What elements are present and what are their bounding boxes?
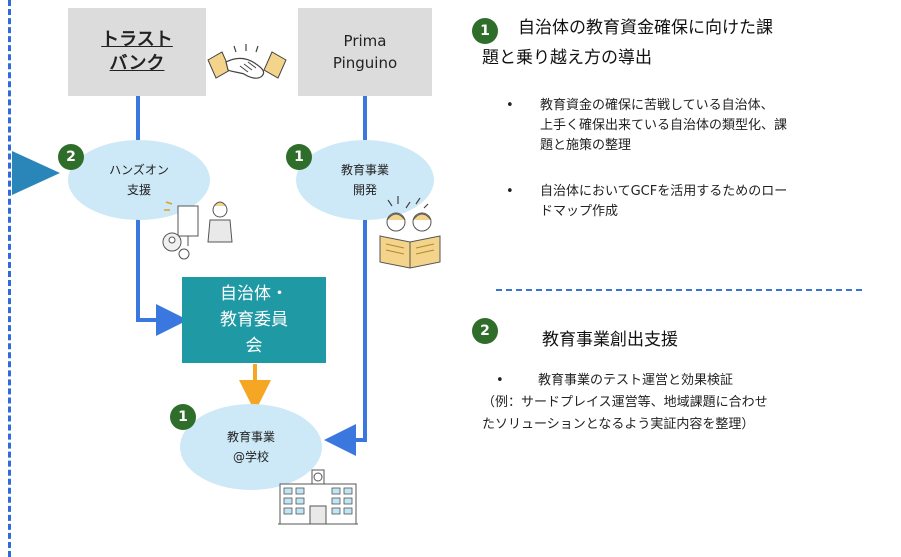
section1-bullet-2: • 自治体においてGCFを活用するためのロー ドマップ作成 [506, 182, 896, 222]
section2-bullet-text: 教育事業のテスト運営と効果検証 [538, 373, 734, 388]
badge-hands-on: 2 [58, 144, 84, 170]
school-line1: 教育事業 [226, 430, 275, 444]
bullet2-line2: ドマップ作成 [540, 204, 619, 219]
hands-on-line1: ハンズオン [109, 163, 169, 177]
edu-dev-line1: 教育事業 [340, 163, 389, 177]
trust-bank-line2: バンク [109, 53, 165, 74]
education-dev-oval: 教育事業 開発 [296, 140, 434, 220]
section2-badge: 2 [472, 318, 498, 344]
example-line1: （例：サードプレイス運営等、地域課題に合わせ [482, 395, 768, 410]
bullet1-line3: 題と施策の整理 [540, 138, 632, 153]
bullet-dot: • [496, 373, 504, 388]
left-dashed-line [8, 0, 11, 557]
bullet-dot: • [506, 184, 514, 199]
section1-badge: 1 [472, 18, 498, 44]
play-arrow-icon [12, 151, 60, 195]
municipality-board-box: 自治体・ 教育委員 会 [182, 277, 326, 363]
bullet-dot: • [506, 98, 514, 113]
section1-title-line2: 題と乗り越え方の導出 [482, 48, 652, 68]
handshake-icon [207, 44, 287, 79]
edu-dev-line2: 開発 [352, 183, 377, 197]
prima-pinguino-box: Prima Pinguino [298, 8, 432, 96]
bullet1-line1: 教育資金の確保に苦戦している自治体、 [540, 98, 774, 113]
section2-bullet: • 教育事業のテスト運営と効果検証 [496, 371, 733, 391]
section-separator [496, 289, 862, 291]
badge-school: 1 [170, 404, 196, 430]
section2-example: （例：サードプレイス運営等、地域課題に合わせ たソリューションとなるよう実証内容… [482, 392, 768, 436]
section1-title-line1: 自治体の教育資金確保に向けた課 [518, 18, 773, 38]
kids-reading-illustration-icon [379, 196, 441, 269]
arrow-handson-to-council [136, 210, 188, 336]
trust-bank-box: トラスト バンク [68, 8, 206, 96]
school-building-icon [278, 469, 358, 525]
council-line3: 会 [245, 336, 263, 356]
arrow-dev-to-school [324, 212, 367, 456]
example-line2: たソリューションとなるよう実証内容を整理） [482, 417, 755, 432]
bullet2-line1: 自治体においてGCFを活用するためのロー [540, 184, 788, 199]
school-line2: @学校 [232, 450, 269, 464]
prima-line2: Pinguino [332, 54, 398, 72]
hands-on-line2: 支援 [126, 183, 151, 197]
badge-edu-dev: 1 [286, 144, 312, 170]
prima-line1: Prima [343, 32, 387, 50]
education-at-school-oval: 教育事業 @学校 [180, 404, 322, 490]
trust-bank-line1: トラスト [101, 29, 173, 50]
council-line2: 教育委員 [220, 310, 288, 330]
council-line1: 自治体・ [220, 284, 288, 304]
workers-illustration-icon [162, 201, 233, 260]
section1-bullet-1: • 教育資金の確保に苦戦している自治体、 上手く確保出来ている自治体の類型化、課… [506, 96, 896, 156]
bullet1-line2: 上手く確保出来ている自治体の類型化、課 [540, 118, 788, 133]
section2-title: 教育事業創出支援 [542, 330, 678, 350]
